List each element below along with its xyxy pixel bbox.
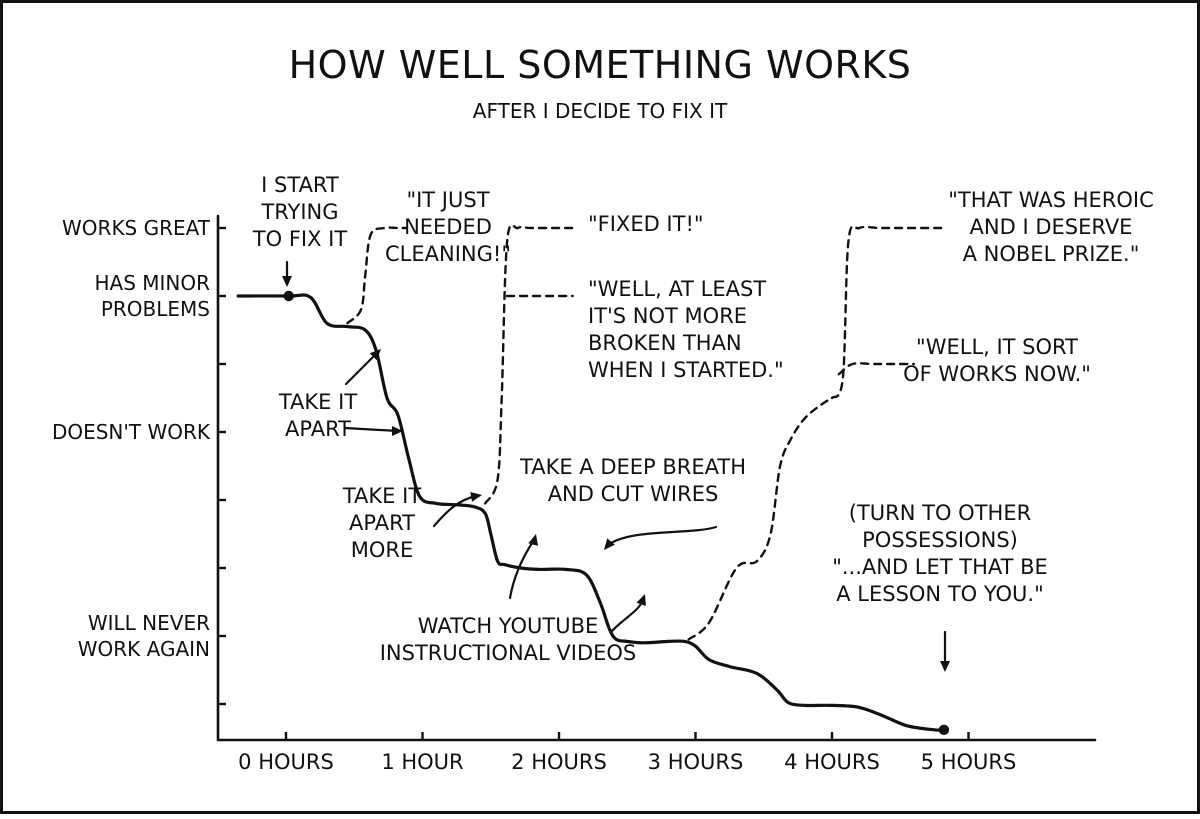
axis-lines — [216, 214, 1097, 742]
x-tick-label: 3 HOURS — [648, 750, 744, 774]
annotation-line: CLEANING!" — [385, 242, 511, 266]
axes — [216, 214, 1097, 742]
annotation-line: NEEDED — [404, 215, 492, 239]
series-group — [236, 290, 950, 736]
annotation-line: BROKEN THAN — [588, 331, 742, 355]
annotation-line: WATCH YOUTUBE — [418, 614, 599, 638]
y-label: WORKS GREAT — [62, 216, 211, 240]
annotation-line: MORE — [351, 538, 414, 562]
arrow-start-head — [282, 276, 292, 287]
annotation-line: APART — [349, 511, 415, 535]
annotation-line: "FIXED IT!" — [588, 212, 704, 236]
arrow-take-apart-2-head — [392, 426, 403, 436]
annotation-line: TRYING — [260, 200, 338, 224]
annotation-arrows — [282, 260, 950, 672]
annotation-line: TAKE IT — [278, 390, 357, 414]
y-label: WILL NEVER — [88, 611, 210, 635]
annotation-line: "WELL, AT LEAST — [588, 277, 766, 301]
data-point-1 — [938, 724, 950, 736]
arrow-take-apart-1-head — [369, 349, 381, 361]
annotation-line: A LESSON TO YOU." — [836, 582, 1044, 606]
arrow-cut-wires-head — [604, 538, 615, 550]
chart-subtitle: AFTER I DECIDE TO FIX IT — [473, 99, 728, 123]
annotation-line: OF WORKS NOW." — [903, 362, 1091, 386]
y-label: WORK AGAIN — [78, 637, 210, 661]
x-tick-label: 5 HOURS — [921, 750, 1017, 774]
annotation-line: TO FIX IT — [252, 227, 348, 251]
annotation-line: I START — [261, 173, 339, 197]
annotation-line: TAKE IT — [342, 484, 421, 508]
branch-line-3 — [687, 396, 834, 641]
annotation-line: POSSESSIONS) — [862, 528, 1018, 552]
arrow-youtube-1-head — [528, 534, 538, 546]
annotation-line: "IT JUST — [406, 188, 489, 212]
dashed-branches — [346, 223, 943, 641]
arrow-lesson-head — [940, 661, 950, 672]
branch-line-0 — [346, 226, 408, 325]
x-tick-label: 2 HOURS — [511, 750, 607, 774]
annotation-line: INSTRUCTIONAL VIDEOS — [380, 641, 637, 665]
x-tick-label: 0 HOURS — [238, 750, 334, 774]
annotation-line: WHEN I STARTED." — [588, 358, 784, 382]
annotation-line: "THAT WAS HEROIC — [948, 188, 1154, 212]
branch-line-1 — [484, 223, 574, 505]
y-label: DOESN'T WORK — [52, 420, 211, 444]
arrow-youtube-2-head — [636, 594, 646, 606]
annotation-line: "WELL, IT SORT — [916, 335, 1078, 359]
annotation-line: AND I DESERVE — [970, 215, 1133, 239]
arrow-take-apart-more-head — [470, 492, 482, 502]
arrow-cut-wires — [606, 525, 718, 547]
annotation-line: "...AND LET THAT BE — [832, 555, 1048, 579]
annotation-line: TAKE A DEEP BREATH — [519, 455, 746, 479]
x-axis-labels: 0 HOURS 1 HOUR 2 HOURS 3 HOURS 4 HOURS 5 HOUR… — [238, 750, 1016, 774]
annotation-line: AND CUT WIRES — [548, 482, 719, 506]
branch-line-4 — [830, 225, 943, 400]
annotation-line: (TURN TO OTHER — [849, 501, 1031, 525]
y-label: HAS MINOR — [94, 271, 210, 295]
annotation-line: A NOBEL PRIZE." — [963, 242, 1140, 266]
annotation-line: APART — [285, 417, 351, 441]
chart-title: HOW WELL SOMETHING WORKS — [289, 43, 912, 87]
annotations: I START TRYING TO FIX IT "IT JUST NEEDED CLEA… — [252, 173, 1154, 665]
arrow-take-apart-2 — [343, 426, 400, 433]
x-tick-label: 1 HOUR — [381, 750, 463, 774]
y-label: PROBLEMS — [101, 297, 210, 321]
series-line-0 — [236, 293, 946, 732]
data-point-0 — [283, 290, 294, 302]
annotation-line: IT'S NOT MORE — [588, 304, 747, 328]
branch-line-5 — [837, 362, 916, 376]
x-tick-label: 4 HOURS — [784, 750, 880, 774]
